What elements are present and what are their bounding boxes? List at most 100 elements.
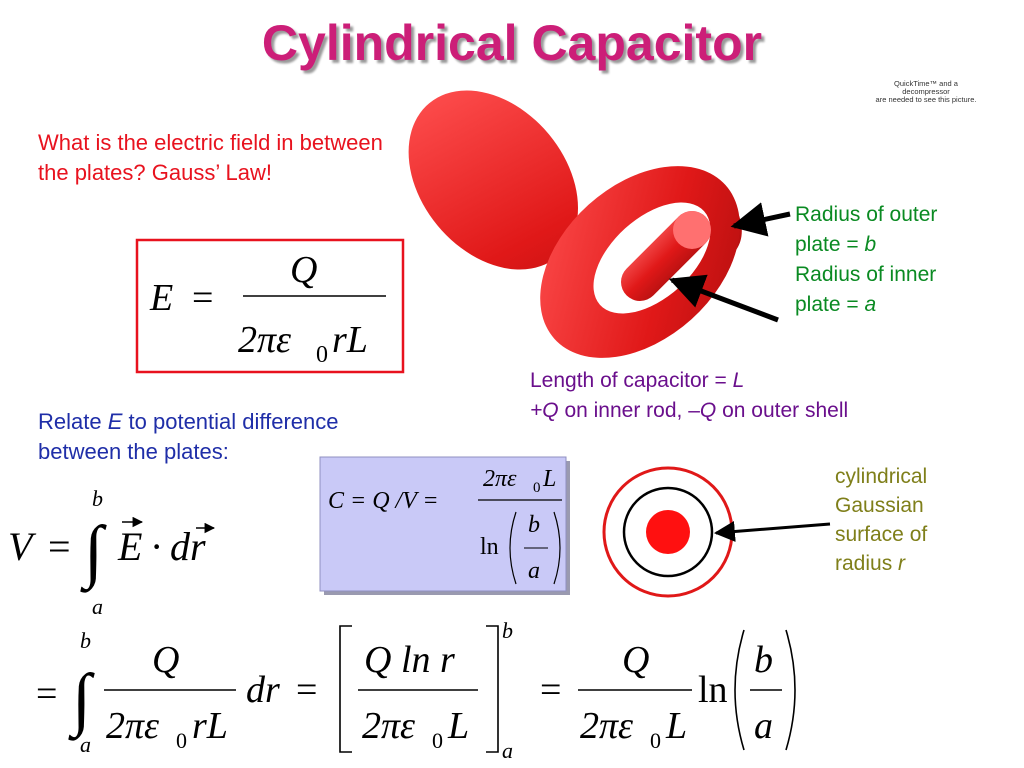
denominator-rL: rL bbox=[332, 319, 368, 361]
gauss-var: r bbox=[898, 552, 906, 575]
deriv-final-Q: Q bbox=[622, 639, 649, 681]
gauss-line1: cylindrical bbox=[835, 465, 928, 488]
deriv-final-L: L bbox=[665, 705, 687, 747]
deriv-denom2-zero: 0 bbox=[432, 728, 443, 753]
equals-sign: = bbox=[192, 277, 213, 319]
inner-radius-var: a bbox=[864, 293, 877, 316]
upper-limit-b: b bbox=[92, 486, 103, 511]
gauss-line3: surface of bbox=[835, 523, 928, 546]
potential-integral: V = ∫ b a E · dr bbox=[8, 486, 216, 619]
deriv-final-a: a bbox=[754, 705, 773, 747]
capacitance-formula: C = Q /V = 2πε 0 L ln b a bbox=[328, 466, 562, 585]
inner-rod-cross-section bbox=[646, 510, 690, 554]
deriv-lower-a: a bbox=[80, 732, 91, 757]
inner-radius-arrow bbox=[668, 274, 779, 323]
V-symbol: V bbox=[8, 524, 37, 569]
deriv-left-paren bbox=[734, 629, 745, 751]
length-var: L bbox=[732, 369, 745, 392]
deriv-final-zero: 0 bbox=[650, 728, 661, 753]
quicktime-line2: decompressor bbox=[902, 87, 950, 96]
cap-right-paren bbox=[553, 511, 561, 585]
inner-radius-line1: Radius of inner bbox=[795, 263, 937, 286]
question-text: What is the electric field in between th… bbox=[38, 128, 508, 188]
capacitor-description: Length of capacitor = L +Q on inner rod,… bbox=[530, 366, 1010, 426]
deriv-equals-2: = bbox=[296, 669, 317, 711]
cap-left-paren bbox=[509, 511, 517, 585]
outer-shell bbox=[408, 90, 742, 270]
inner-rod-end bbox=[673, 211, 711, 249]
length-prefix: Length of capacitor = bbox=[530, 369, 727, 392]
cap-a: a bbox=[528, 558, 540, 584]
charge-middle: on inner rod, – bbox=[564, 399, 700, 422]
deriv-left-bracket bbox=[339, 625, 352, 753]
outer-radius-line1: Radius of outer bbox=[795, 203, 938, 226]
lower-limit-a: a bbox=[92, 594, 103, 619]
deriv-right-paren bbox=[785, 629, 796, 751]
deriv-final-2pi-eps: 2πε bbox=[580, 705, 633, 747]
quicktime-line1: QuickTime™ and a bbox=[894, 79, 958, 88]
slide-title: Cylindrical Capacitor bbox=[261, 15, 763, 71]
radius-labels: Radius of outer plate = b Radius of inne… bbox=[795, 200, 1015, 320]
deriv-right-bracket bbox=[486, 625, 499, 753]
question-line1: What is the electric field in between bbox=[38, 130, 383, 155]
deriv-equals-3: = bbox=[540, 669, 561, 711]
deriv-numerator-Q: Q bbox=[152, 639, 179, 681]
E-vector: E bbox=[117, 524, 142, 569]
gauss-line4-prefix: radius bbox=[835, 552, 893, 575]
gaussian-surface-arrow bbox=[713, 521, 831, 542]
deriv-denom-rL: rL bbox=[192, 705, 228, 747]
electric-field-formula-box bbox=[135, 238, 405, 374]
relate-suffix: to potential difference bbox=[128, 409, 339, 434]
deriv-integral-sign: ∫ bbox=[68, 661, 95, 741]
potential-derivation: = ∫ b a Q 2πε 0 rL dr = Q ln r 2πε 0 L b… bbox=[36, 618, 796, 763]
numerator-Q: Q bbox=[290, 249, 317, 291]
cap-ln: ln bbox=[480, 534, 499, 560]
gaussian-surface-circle bbox=[622, 486, 714, 578]
deriv-denom2-2pi-eps: 2πε bbox=[362, 705, 415, 747]
deriv-bracket-upper-b: b bbox=[502, 618, 513, 643]
deriv-Q-ln-r: Q ln r bbox=[364, 639, 455, 681]
inner-radius-prefix: plate = bbox=[795, 293, 859, 316]
E-symbol: E bbox=[149, 277, 173, 319]
deriv-dr: dr bbox=[246, 669, 280, 711]
deriv-bracket-lower-a: a bbox=[502, 738, 513, 763]
denominator-2pi-eps: 2πε bbox=[238, 319, 291, 361]
gaussian-surface-diagram bbox=[602, 466, 734, 598]
capacitor-illustration bbox=[408, 90, 742, 358]
gauss-line2: Gaussian bbox=[835, 494, 924, 517]
relate-line2: between the plates: bbox=[38, 439, 229, 464]
quicktime-notice: QuickTime™ and a decompressor are needed… bbox=[846, 80, 1006, 104]
equals-sign-2: = bbox=[48, 524, 71, 569]
cap-numerator-2pi-eps: 2πε bbox=[483, 466, 517, 492]
deriv-denom2-L: L bbox=[447, 705, 469, 747]
outer-radius-arrow bbox=[730, 202, 791, 237]
integral-sign: ∫ bbox=[80, 513, 107, 593]
subscript-zero: 0 bbox=[316, 342, 328, 368]
deriv-equals-1: = bbox=[36, 673, 57, 715]
cap-numerator-L: L bbox=[542, 466, 556, 492]
relate-prefix: Relate bbox=[38, 409, 102, 434]
electric-field-formula: E = Q 2πε 0 rL bbox=[149, 249, 386, 368]
charge-end: on outer shell bbox=[722, 399, 849, 422]
capacitance-expression: C = Q /V = bbox=[328, 488, 439, 514]
question-line2: the plates? Gauss’ Law! bbox=[38, 160, 272, 185]
outer-radius-var: b bbox=[864, 233, 877, 256]
relate-text: Relate E to potential difference between… bbox=[38, 407, 458, 467]
capacitance-box bbox=[319, 456, 567, 592]
charge-positive: +Q bbox=[530, 399, 559, 422]
cap-b: b bbox=[528, 512, 540, 538]
relate-var: E bbox=[107, 409, 123, 434]
charge-negative: Q bbox=[699, 399, 717, 422]
deriv-final-b: b bbox=[754, 639, 773, 681]
deriv-denom-zero: 0 bbox=[176, 728, 187, 753]
deriv-upper-b: b bbox=[80, 628, 91, 653]
deriv-denom-2pi-eps: 2πε bbox=[106, 705, 159, 747]
dr-symbol: dr bbox=[170, 524, 206, 569]
deriv-final-ln: ln bbox=[698, 669, 728, 711]
gaussian-surface-label: cylindrical Gaussian surface of radius r bbox=[835, 462, 1020, 578]
quicktime-line3: are needed to see this picture. bbox=[875, 95, 977, 104]
cap-subscript-zero: 0 bbox=[533, 480, 541, 496]
dot-product: · bbox=[150, 524, 163, 569]
outer-radius-prefix: plate = bbox=[795, 233, 859, 256]
